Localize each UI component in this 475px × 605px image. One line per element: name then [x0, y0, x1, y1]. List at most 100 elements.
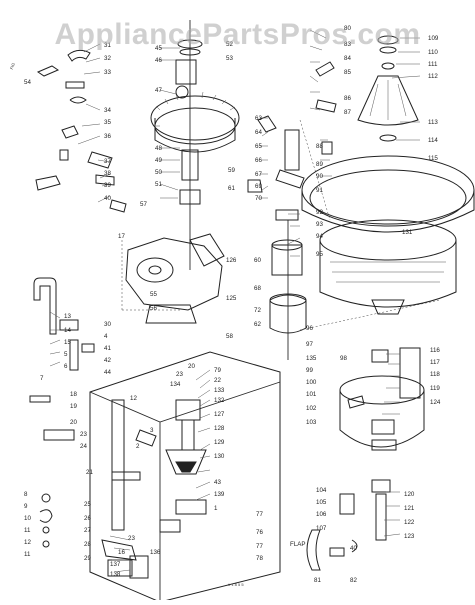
label-42: 42 [104, 357, 111, 364]
label-10: 10 [24, 515, 31, 522]
label-56: 56 [150, 305, 157, 312]
strip-part [65, 81, 85, 89]
transmission-base [145, 304, 197, 324]
label-46: 46 [155, 57, 162, 64]
bracket-part [36, 65, 60, 77]
part-number-labels: 31 32 33 34 35 36 37 38 39 40 54 45 46 4… [9, 25, 441, 587]
label-69: 69 [255, 183, 262, 190]
switch-part [257, 115, 277, 133]
leveling-foot [43, 429, 75, 441]
label-93: 93 [316, 221, 323, 228]
label-117: 117 [430, 359, 440, 366]
label-120: 120 [404, 491, 415, 498]
label-45: 45 [155, 45, 162, 52]
label-5: 5 [64, 351, 68, 358]
label-111: 111 [428, 61, 438, 68]
label-67: 67 [255, 171, 262, 178]
label-29: 29 [84, 555, 91, 562]
label-23: 23 [80, 431, 87, 438]
label-20b: 20 [70, 419, 77, 426]
label-80: 80 [344, 25, 351, 32]
label-133: 133 [214, 387, 225, 394]
foot-leg [29, 395, 51, 403]
pump-housing [271, 244, 303, 276]
bolt-part [315, 61, 335, 77]
label-119: 119 [430, 385, 440, 392]
washer-part [69, 96, 87, 104]
label-125: 125 [226, 295, 237, 302]
label-52: 52 [226, 41, 233, 48]
label-21: 21 [86, 469, 93, 476]
clip-bottom [39, 509, 53, 523]
label-118: 118 [430, 371, 440, 378]
label-128: 128 [214, 425, 225, 432]
bracket-center [275, 209, 299, 221]
label-100: 100 [306, 379, 317, 386]
label-114: 114 [428, 137, 438, 144]
label-19: 19 [70, 403, 77, 410]
label-26: 26 [84, 515, 91, 522]
label-37: 37 [104, 158, 111, 165]
motor-body [269, 294, 307, 334]
agitator-insert [379, 46, 397, 54]
cam-part [95, 174, 115, 186]
tub-clip [347, 395, 365, 409]
label-70: 70 [255, 195, 262, 202]
label-14: 14 [64, 327, 71, 334]
label-102: 102 [306, 405, 317, 412]
agitator-fins [369, 80, 407, 120]
label-18: 18 [70, 391, 77, 398]
basket-rim [319, 219, 457, 261]
seal-assembly [371, 439, 397, 451]
label-90: 90 [316, 173, 323, 180]
hose-connector [59, 319, 79, 331]
basket-wall [319, 240, 457, 308]
label-31: 31 [104, 42, 111, 49]
label-8: 8 [24, 491, 28, 498]
label-27: 27 [84, 527, 91, 534]
label-115: 115 [428, 155, 438, 162]
label-129: 129 [214, 439, 225, 446]
shock-pin [69, 339, 79, 371]
label-28: 28 [84, 541, 91, 548]
label-55: 55 [150, 291, 157, 298]
label-101: 101 [306, 391, 317, 398]
spring-bracket [135, 429, 157, 447]
cabinet-edges [89, 381, 281, 602]
label-66: 66 [255, 157, 262, 164]
shaft-nut [175, 85, 189, 99]
label-79: 79 [214, 367, 221, 374]
label-136: 136 [150, 549, 161, 556]
label-53: 53 [226, 55, 233, 62]
label-139: 139 [214, 491, 225, 498]
belt-path-guide [121, 240, 182, 311]
gear-ring [154, 107, 236, 145]
label-12: 12 [24, 539, 31, 546]
label-138: 138 [110, 571, 121, 578]
clip-part [67, 49, 91, 62]
label-1: 1 [214, 505, 218, 512]
label-49: 49 [155, 157, 162, 164]
base-rail [111, 471, 141, 481]
label-137: 137 [110, 561, 121, 568]
basket-hub [371, 299, 405, 315]
label-103: 103 [306, 419, 317, 426]
label-35: 35 [104, 119, 111, 126]
seal-tub [379, 134, 397, 142]
label-20: 20 [188, 363, 195, 370]
label-9: 9 [24, 503, 28, 510]
label-30: 30 [104, 321, 111, 328]
label-87: 87 [344, 109, 351, 116]
label-83: 83 [344, 41, 351, 48]
label-6: 6 [64, 363, 68, 370]
center-parts [247, 115, 307, 360]
brake-cone [165, 449, 207, 475]
label-71-area: 68 [254, 285, 261, 292]
label-81: 81 [314, 577, 321, 584]
label-43: 43 [214, 479, 221, 486]
drawing-number: # 1 8 5 5 [228, 582, 244, 587]
agitator [357, 75, 419, 126]
label-106: 106 [316, 511, 327, 518]
label-123: 123 [404, 533, 415, 540]
